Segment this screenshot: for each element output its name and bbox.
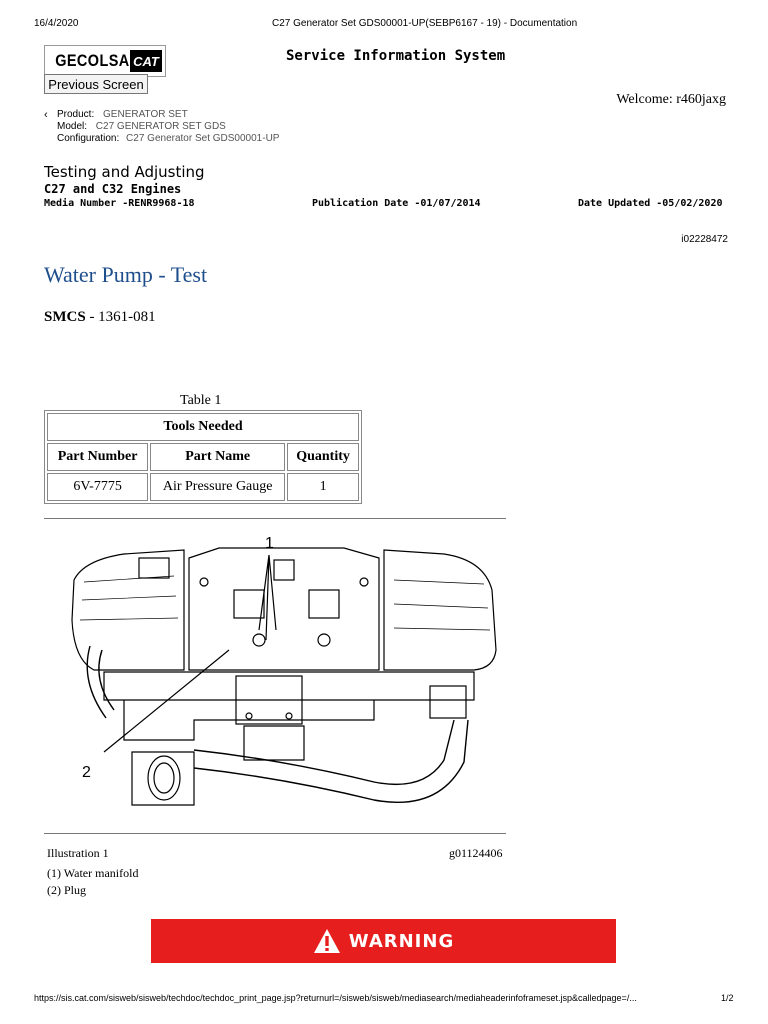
column-header-quantity: Quantity	[287, 443, 359, 471]
smcs-label: SMCS	[44, 309, 86, 325]
tools-needed-table: Tools Needed Part Number Part Name Quant…	[44, 410, 362, 504]
model-label: Model:	[57, 121, 88, 132]
publication-date: Publication Date -01/07/2014	[312, 198, 481, 209]
legend-item-water-manifold: (1) Water manifold	[47, 866, 139, 880]
product-value: GENERATOR SET	[103, 109, 188, 120]
system-title: Service Information System	[286, 48, 506, 64]
divider-top	[44, 518, 506, 519]
engines-title: C27 and C32 Engines	[44, 182, 182, 196]
footer-url[interactable]: https://sis.cat.com/sisweb/sisweb/techdo…	[34, 993, 637, 1003]
legend-item-plug: (2) Plug	[47, 883, 86, 897]
cat-logo-badge: CAT	[130, 50, 162, 72]
table-heading: Tools Needed	[47, 413, 359, 441]
callout-2: 2	[82, 764, 91, 781]
welcome-user: Welcome: r460jaxg	[616, 92, 726, 107]
table-caption: Table 1	[180, 393, 222, 408]
engine-illustration: 1 2	[71, 535, 497, 806]
column-header-part-name: Part Name	[150, 443, 286, 471]
smcs-code: SMCS - 1361-081	[44, 309, 156, 326]
back-chevron-icon[interactable]: ‹	[44, 109, 48, 121]
divider-bottom	[44, 833, 506, 834]
product-info: ‹ Product: GENERATOR SET Model: C27 GENE…	[44, 109, 279, 145]
callout-1: 1	[265, 535, 274, 552]
document-id: i02228472	[681, 234, 728, 245]
footer-page-number: 1/2	[721, 993, 734, 1003]
date-updated: Date Updated -05/02/2020	[578, 198, 723, 209]
section-title: Testing and Adjusting	[44, 163, 205, 181]
print-date: 16/4/2020	[34, 18, 79, 29]
configuration-value: C27 Generator Set GDS00001-UP	[126, 133, 280, 144]
warning-banner: WARNING	[151, 919, 616, 963]
warning-label: WARNING	[348, 930, 455, 952]
column-header-part-number: Part Number	[47, 443, 149, 471]
configuration-label: Configuration:	[57, 133, 120, 144]
warning-triangle-icon	[313, 929, 340, 953]
model-value: C27 GENERATOR SET GDS	[95, 121, 226, 132]
table-cell-quantity: 1	[287, 473, 359, 501]
logo-text: GECOLSA	[55, 51, 130, 70]
table-cell-part-name: Air Pressure Gauge	[150, 473, 286, 501]
page-title: Water Pump - Test	[44, 262, 208, 287]
table-cell-part-number: 6V-7775	[47, 473, 149, 501]
previous-screen-button[interactable]: Previous Screen	[44, 74, 148, 94]
graphic-id: g01124406	[449, 846, 503, 860]
gecolsa-logo[interactable]: GECOLSA CAT	[44, 45, 166, 77]
print-doc-title: C27 Generator Set GDS00001-UP(SEBP6167 -…	[272, 18, 578, 29]
illustration-caption: Illustration 1	[47, 846, 109, 860]
table-row: 6V-7775 Air Pressure Gauge 1	[47, 473, 359, 501]
product-label: Product:	[57, 109, 95, 120]
media-number: Media Number -RENR9968-18	[44, 198, 195, 209]
smcs-value: - 1361-081	[85, 309, 156, 325]
